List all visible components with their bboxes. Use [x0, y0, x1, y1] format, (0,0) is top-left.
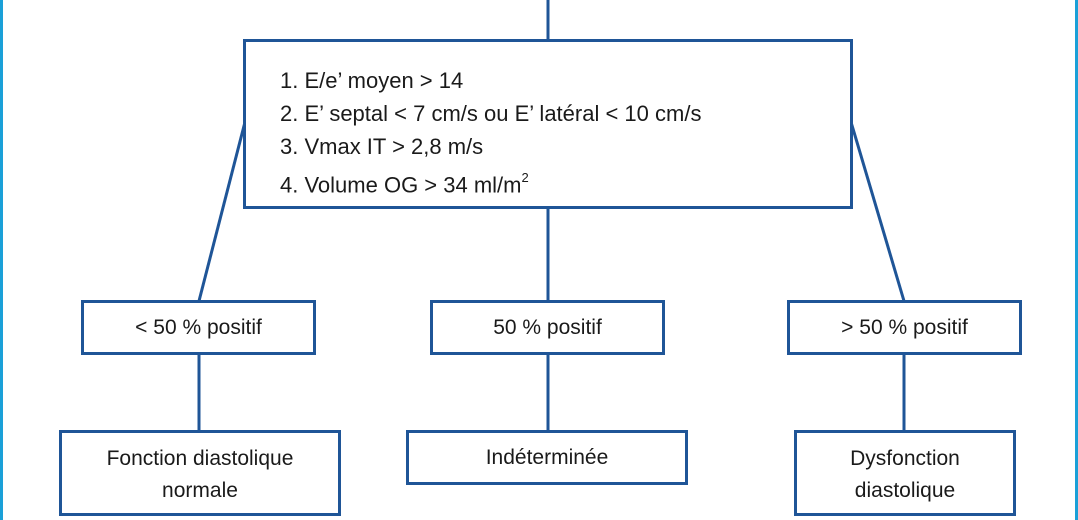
criterion-2: 2. E’ septal < 7 cm/s ou E’ latéral < 10…	[280, 101, 702, 126]
outcome-less-than-50: < 50 % positif	[81, 300, 316, 355]
criteria-list: 1. E/e’ moyen > 14 2. E’ septal < 7 cm/s…	[280, 64, 701, 201]
outcome-50-label: 50 % positif	[493, 315, 602, 339]
outcome-more-than-50-label: > 50 % positif	[841, 315, 968, 339]
result-indeterminate-label: Indéterminée	[485, 445, 609, 469]
outcome-more-than-50: > 50 % positif	[787, 300, 1022, 355]
outcome-less-than-50-label: < 50 % positif	[135, 315, 262, 339]
criterion-4-superscript: 2	[521, 170, 529, 185]
criterion-1: 1. E/e’ moyen > 14	[280, 68, 464, 93]
outcome-50: 50 % positif	[430, 300, 665, 355]
criterion-4: 4. Volume OG > 34 ml/m2	[280, 163, 701, 201]
criteria-box: 1. E/e’ moyen > 14 2. E’ septal < 7 cm/s…	[243, 39, 853, 209]
result-normal-function: Fonction diastolique normale	[59, 430, 341, 516]
line-criteria-to-low	[197, 121, 247, 302]
criterion-3: 3. Vmax IT > 2,8 m/s	[280, 134, 484, 159]
result-dysfunction-label: Dysfonction diastolique	[850, 447, 960, 502]
criterion-4-text: 4. Volume OG > 34 ml/m	[280, 172, 522, 198]
line-criteria-to-high	[849, 121, 906, 302]
result-dysfunction: Dysfonction diastolique	[794, 430, 1016, 516]
result-normal-function-label: Fonction diastolique normale	[106, 447, 294, 502]
result-indeterminate: Indéterminée	[406, 430, 688, 485]
